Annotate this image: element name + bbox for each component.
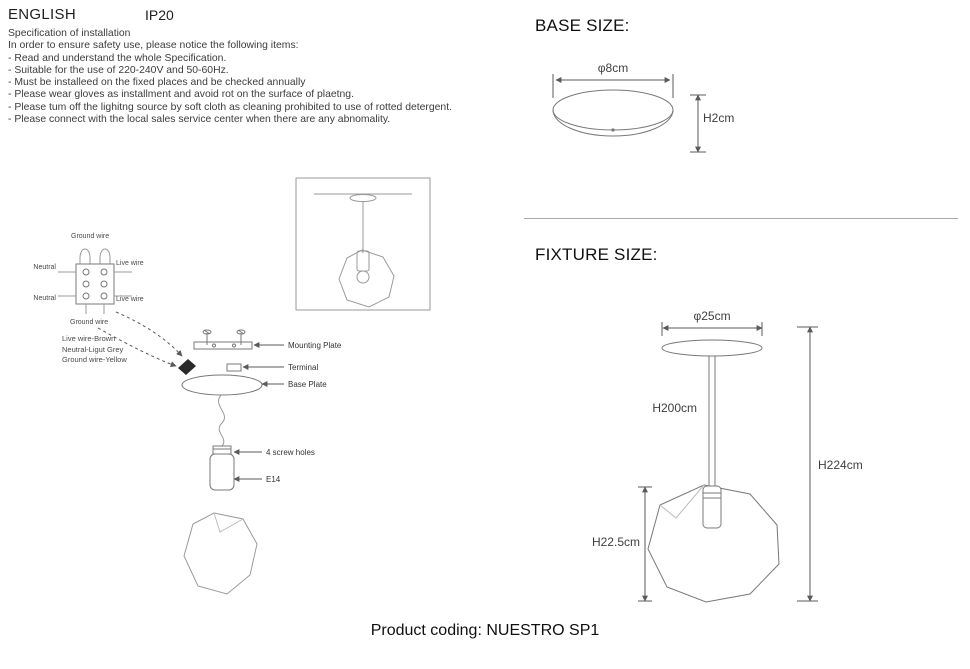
base-height-dimension: H2cm [690, 94, 734, 153]
fixture-drawing [647, 339, 780, 603]
spec-item: - Please tum off the lighitng source by … [8, 101, 452, 113]
base-size-title: BASE SIZE: [535, 16, 630, 35]
neutral-top-label: Neutral [33, 264, 56, 271]
fixture-rod-height-label: H200cm [652, 401, 697, 415]
spec-item: - Read and understand the whole Specific… [8, 52, 227, 64]
spec-item: - Must be installeed on the fixed places… [8, 77, 306, 89]
ground-wire-top-label: Ground wire [71, 233, 109, 240]
ip-rating-label: IP20 [145, 7, 174, 23]
fixture-diameter-dimension: φ25cm [661, 309, 763, 336]
fixture-size-diagram: φ25cm H200cm H22.5cm H224cm [592, 309, 863, 603]
ground-wire-bottom-label: Ground wire [70, 319, 108, 326]
base-diameter-dimension: φ8cm [552, 61, 674, 98]
screw-holes-label: 4 screw holes [266, 448, 315, 457]
e14-socket-label: E14 [266, 475, 281, 484]
live-wire-top-label: Live wire [116, 260, 144, 267]
fixture-size-title: FIXTURE SIZE: [535, 245, 658, 264]
fixture-diameter-label: φ25cm [693, 309, 730, 323]
section-divider [524, 218, 958, 219]
language-label: ENGLISH [8, 6, 76, 23]
dashed-arrow [115, 311, 183, 357]
neutral-bottom-label: Neutral [33, 295, 56, 302]
legend-neutral: Neutral-Ligut Grey [62, 345, 124, 354]
pendant-preview-box [295, 177, 431, 311]
mounting-plate-label: Mounting Plate [288, 341, 342, 350]
base-size-diagram: φ8cm H2cm [552, 61, 734, 153]
base-disc-drawing [552, 89, 674, 137]
wire-color-legend: Live wire-Brown Neutral-Ligut Grey Groun… [62, 334, 127, 364]
spec-item: - Please wear gloves as installment and … [8, 89, 354, 101]
mounting-assembly: Mounting Plate Terminal Base Plate 4 scr… [181, 329, 342, 491]
spec-intro: In order to ensure safety use, please no… [8, 40, 299, 52]
legend-live-wire: Live wire-Brown [62, 334, 115, 343]
terminal-label: Terminal [288, 363, 318, 372]
wiring-diagram: Ground wire Neutral Live wire Neutral Li… [33, 233, 143, 326]
pendant-wire [218, 394, 225, 447]
spec-item: - Please connect with the local sales se… [8, 114, 391, 126]
total-height-dimension: H224cm [797, 326, 863, 602]
dashed-arrow [97, 327, 177, 368]
fixture-shade-height-label: H22.5cm [592, 535, 640, 549]
live-wire-bottom-label: Live wire [116, 296, 144, 303]
legend-ground: Ground wire-Yellow [62, 355, 127, 364]
base-height-label: H2cm [703, 111, 734, 125]
installation-diagram: Ground wire Neutral Live wire Neutral Li… [33, 177, 431, 595]
spec-item: - Suitable for the use of 220-240V and 5… [8, 64, 229, 76]
terminal-connector [178, 359, 196, 375]
base-plate-label: Base Plate [288, 380, 327, 389]
glass-shade-drawing [183, 512, 258, 595]
product-coding: Product coding: NUESTRO SP1 [370, 622, 600, 639]
spec-title: Specification of installation [8, 28, 131, 39]
fixture-total-height-label: H224cm [818, 458, 863, 472]
installation-spec: Specification of installation In order t… [8, 28, 528, 126]
shade-height-dimension: H22.5cm [592, 486, 652, 602]
base-diameter-label: φ8cm [598, 61, 628, 75]
